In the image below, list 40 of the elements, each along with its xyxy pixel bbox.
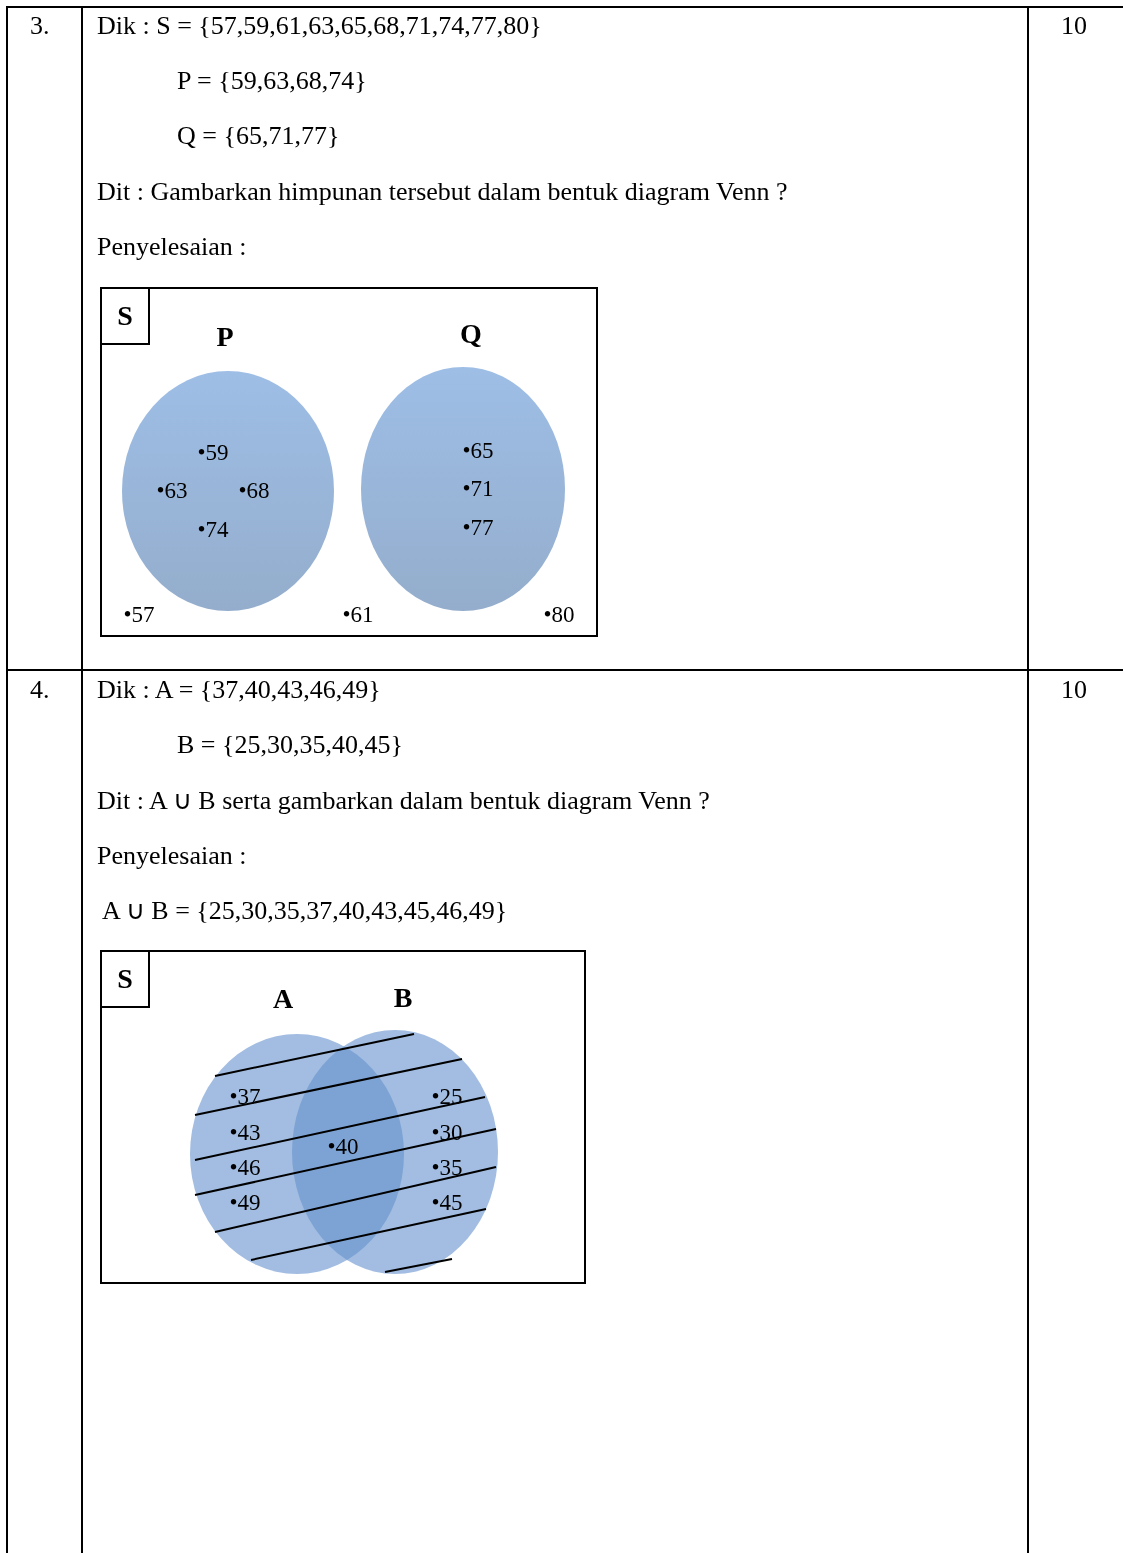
set-element: •77 — [462, 515, 494, 539]
text-line: 4. — [30, 677, 50, 703]
set-name: A — [272, 985, 294, 1013]
set-element: •68 — [238, 478, 270, 502]
set-element: •61 — [342, 602, 374, 626]
set-element: •35 — [431, 1155, 463, 1179]
text-line: P = {59,63,68,74} — [177, 68, 367, 94]
set-element: •30 — [431, 1120, 463, 1144]
text-line: A ∪ B = {25,30,35,37,40,43,45,46,49} — [102, 898, 508, 924]
set-name: Q — [460, 320, 482, 348]
text-line: Q = {65,71,77} — [177, 123, 340, 149]
set-element: •57 — [123, 602, 155, 626]
set-label: S — [102, 952, 150, 1008]
set-element: •40 — [327, 1134, 359, 1158]
universal-set-box — [100, 287, 598, 637]
text-line: Dit : A ∪ B serta gambarkan dalam bentuk diagram Venn ? — [97, 788, 710, 814]
text-line: B = {25,30,35,40,45} — [177, 732, 403, 758]
set-label: S — [102, 289, 150, 345]
universal-set-box — [100, 950, 586, 1284]
text-line: 3. — [30, 13, 50, 39]
set-element: •43 — [229, 1120, 261, 1144]
set-element: •46 — [229, 1155, 261, 1179]
text-line: Penyelesaian : — [97, 234, 247, 260]
set-element: •37 — [229, 1084, 261, 1108]
set-element: •74 — [197, 517, 229, 541]
set-element: •65 — [462, 438, 494, 462]
set-element: •45 — [431, 1190, 463, 1214]
set-name: P — [216, 323, 234, 351]
text-line: Penyelesaian : — [97, 843, 247, 869]
text-line: Dit : Gambarkan himpunan tersebut dalam bentuk diagram Venn ? — [97, 179, 788, 205]
set-element: •71 — [462, 476, 494, 500]
set-element: •49 — [229, 1190, 261, 1214]
text-line: Dik : A = {37,40,43,46,49} — [97, 677, 381, 703]
text-line: Dik : S = {57,59,61,63,65,68,71,74,77,80} — [97, 13, 542, 39]
set-element: •63 — [156, 478, 188, 502]
set-name: B — [393, 984, 413, 1012]
text-line: 10 — [1061, 677, 1087, 703]
set-element: •59 — [197, 440, 229, 464]
text-line: 10 — [1061, 13, 1087, 39]
set-element: •80 — [543, 602, 575, 626]
